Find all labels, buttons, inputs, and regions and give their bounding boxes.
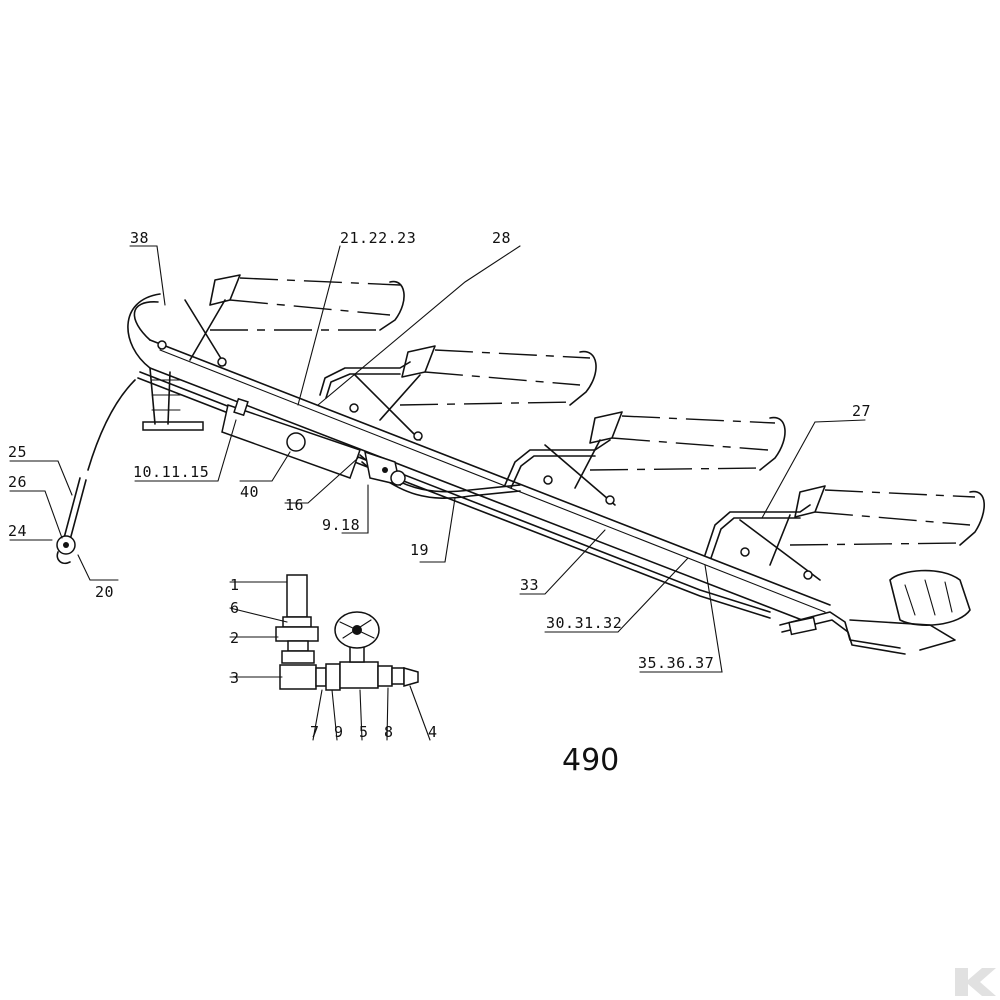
callout-21-22-23: 21.22.23 (340, 229, 416, 247)
tractor-connection (779, 569, 971, 655)
callout-16: 16 (285, 496, 304, 514)
callout-25: 25 (8, 443, 27, 461)
callout-20: 20 (95, 583, 114, 601)
hose-assembly (56, 379, 136, 565)
callout-3: 3 (230, 669, 240, 687)
callout-6: 6 (230, 599, 240, 617)
callout-35-36-37: 35.36.37 (638, 654, 714, 672)
callout-5: 5 (359, 723, 369, 741)
valve-assembly (275, 574, 419, 691)
leader-lines (9, 245, 866, 741)
callout-38: 38 (130, 229, 149, 247)
left-stand (142, 367, 204, 431)
callout-2: 2 (230, 629, 240, 647)
callout-40: 40 (240, 483, 259, 501)
callout-24: 24 (8, 522, 27, 540)
k-logo-icon (955, 968, 996, 996)
callout-4: 4 (428, 723, 438, 741)
figure-number: 490 (562, 743, 619, 778)
callout-26: 26 (8, 473, 27, 491)
callout-9: 9 (334, 723, 344, 741)
callout-27: 27 (852, 402, 871, 420)
main-beam (127, 293, 831, 626)
rake-arm-3 (543, 411, 786, 506)
rake-arm-4 (739, 485, 985, 581)
callout-8: 8 (384, 723, 394, 741)
callout-10-11-15: 10.11.15 (133, 463, 209, 481)
cylinder-assembly (221, 397, 406, 486)
callout-19: 19 (410, 541, 429, 559)
callout-9-18: 9.18 (322, 516, 360, 534)
callout-labels: 38 21.22.23 28 27 25 26 24 20 10.11.15 4… (8, 229, 871, 741)
rake-arm-2 (349, 345, 597, 441)
arm-feed-pipes (319, 361, 811, 559)
callout-1: 1 (230, 576, 240, 594)
callout-30-31-32: 30.31.32 (546, 614, 622, 632)
callout-28: 28 (492, 229, 511, 247)
callout-33: 33 (520, 576, 539, 594)
callout-7: 7 (310, 723, 320, 741)
rake-arm-1 (157, 274, 405, 367)
